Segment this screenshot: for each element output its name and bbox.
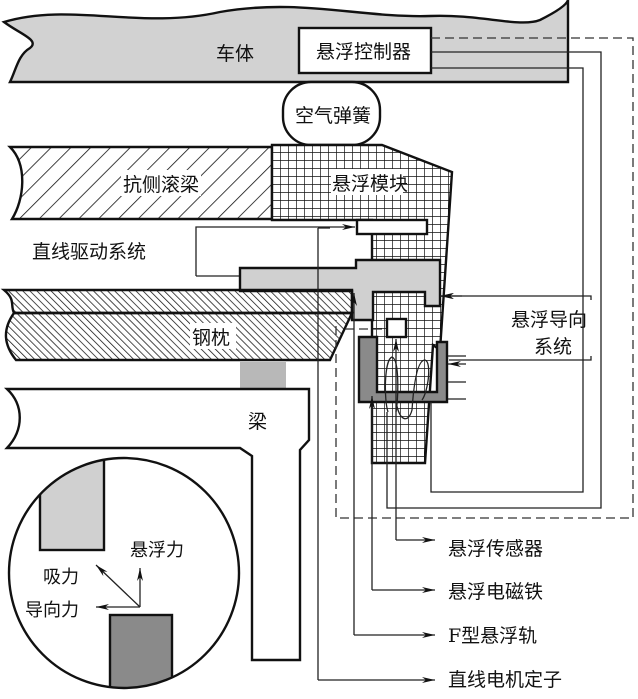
- anti-roll-beam: 抗侧滚梁: [7, 145, 274, 221]
- coil: [395, 359, 430, 420]
- support-pad: [240, 362, 286, 388]
- steel-sleeper: 钢枕: [0, 288, 354, 362]
- suspension-sensor: [385, 317, 408, 339]
- air-spring-label: 空气弹簧: [295, 105, 371, 127]
- car-body-label: 车体: [216, 43, 254, 65]
- attraction-force-arrow: [95, 564, 141, 608]
- linear-motor-rotor: [355, 218, 429, 236]
- suspension-guide-system-label-2: 系统: [534, 336, 572, 358]
- suspension-module-label: 悬浮模块: [332, 173, 408, 195]
- callout-linear-motor-stator: 直线电机定子: [448, 669, 562, 691]
- suspension-guide-system-label-1: 悬浮导向: [511, 309, 587, 331]
- callout-suspension-electromagnet: 悬浮电磁铁: [448, 581, 543, 603]
- suspension-guide-system: 悬浮导向 系统: [449, 295, 592, 361]
- callout-suspension-sensor: 悬浮传感器: [448, 538, 543, 560]
- inset-magnet-section: [108, 613, 174, 688]
- steel-sleeper-label: 钢枕: [192, 327, 230, 349]
- beam: 梁: [3, 387, 311, 662]
- attraction-force-label: 吸力: [43, 567, 79, 588]
- beam-label: 梁: [248, 411, 267, 433]
- air-spring: 空气弹簧: [281, 80, 382, 147]
- inset-rail-section: [38, 458, 106, 552]
- car-body: 车体: [1, 0, 570, 84]
- coil: [384, 356, 399, 413]
- anti-roll-beam-label: 抗侧滚梁: [123, 174, 199, 196]
- suspension-electromagnet: [357, 335, 449, 420]
- force-inset: 悬浮力 吸力 导向力: [7, 456, 241, 690]
- callout-f-rail: F型悬浮轨: [448, 625, 537, 647]
- levitation-force-label: 悬浮力: [130, 540, 184, 561]
- guidance-force-label: 导向力: [25, 600, 79, 621]
- suspension-controller: 悬浮控制器: [297, 26, 433, 75]
- suspension-controller-label: 悬浮控制器: [316, 41, 411, 63]
- linear-drive-system-label: 直线驱动系统: [32, 241, 146, 263]
